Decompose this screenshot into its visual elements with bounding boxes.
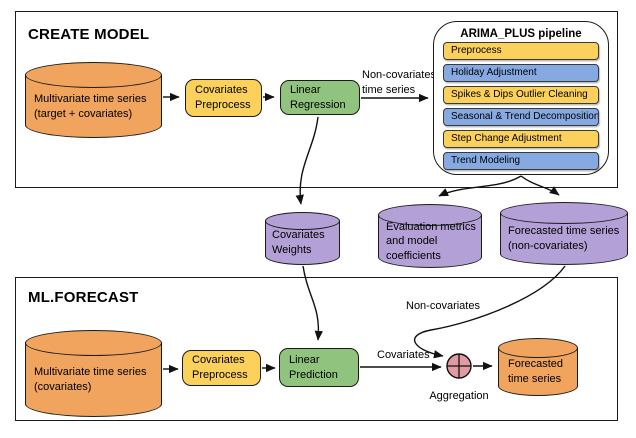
- label-line: Evaluation metrics: [386, 220, 476, 233]
- label-line: Covariates: [192, 354, 245, 367]
- label-line: (non-covariates): [508, 240, 588, 252]
- label-line: time series: [362, 83, 416, 96]
- label-line: (covariates): [34, 381, 92, 393]
- label-line: Preprocess: [195, 99, 251, 111]
- create-model-title: CREATE MODEL: [28, 26, 150, 43]
- aggregation-label: Aggregation: [429, 390, 489, 402]
- cylinder-label: Forecasted time series: [498, 358, 578, 386]
- cylinder-top: [498, 338, 578, 358]
- forecasted-timeseries-cylinder: Forecasted time series: [498, 338, 578, 396]
- pipeline-step-seasonal-trend: Seasonal & Trend Decomposition: [443, 108, 599, 126]
- covariates-preprocess-box-train: Covariates Preprocess: [185, 79, 262, 117]
- noncovariates-arrow-label: Non-covariates: [406, 300, 480, 312]
- linear-prediction-box: Linear Prediction: [279, 348, 359, 387]
- label-line: Forecasted time series: [508, 225, 620, 238]
- cylinder-label: Multivariate time series (target + covar…: [25, 88, 162, 125]
- pipeline-step-preprocess: Preprocess: [443, 42, 599, 60]
- pipeline-step-trend-modeling: Trend Modeling: [443, 152, 599, 170]
- multivariate-covariates-cylinder: Multivariate time series (covariates): [25, 330, 162, 417]
- cylinder-label: Multivariate time series (covariates): [25, 356, 162, 404]
- label-line: Linear: [290, 83, 321, 96]
- cylinder-label: Forecasted time series (non-covariates): [500, 224, 628, 254]
- label-line: (target + covariates): [34, 107, 133, 120]
- cylinder-label: Evaluation metrics and model coefficient…: [378, 221, 482, 262]
- cylinder-top: [265, 212, 340, 230]
- linear-regression-box: Linear Regression: [280, 80, 360, 115]
- pipeline-title: ARIMA_PLUS pipeline: [460, 28, 582, 40]
- noncov-timeseries-label: Non-covariates time series: [362, 68, 436, 98]
- label-line: time series: [508, 373, 562, 385]
- cylinder-top: [25, 62, 162, 88]
- covariates-arrow-label: Covariates: [377, 349, 430, 361]
- label-line: Covariates: [195, 84, 248, 97]
- multivariate-target-cylinder: Multivariate time series (target + covar…: [25, 62, 162, 138]
- label-line: Linear: [289, 353, 320, 366]
- label-line: coefficients: [386, 249, 441, 262]
- label-line: Regression: [290, 98, 346, 111]
- cylinder-label: Covariates Weights: [265, 229, 340, 256]
- ml-forecast-title: ML.FORECAST: [28, 289, 139, 306]
- label-line: Non-covariates: [362, 69, 436, 81]
- label-line: Weights: [272, 244, 312, 256]
- cylinder-top: [500, 202, 628, 224]
- covariates-preprocess-box-predict: Covariates Preprocess: [182, 350, 261, 386]
- label-line: Multivariate time series: [34, 366, 147, 379]
- label-line: Preprocess: [192, 369, 248, 381]
- label-line: Covariates: [272, 229, 325, 242]
- label-line: Multivariate time series: [34, 92, 147, 105]
- evaluation-metrics-cylinder: Evaluation metrics and model coefficient…: [378, 204, 482, 268]
- pipeline-step-spikes-dips: Spikes & Dips Outlier Cleaning: [443, 86, 599, 104]
- pipeline-step-holiday-adjustment: Holiday Adjustment: [443, 64, 599, 82]
- arima-plus-pipeline: ARIMA_PLUS pipeline Preprocess Holiday A…: [433, 21, 609, 175]
- label-line: and model: [386, 235, 438, 248]
- cylinder-top: [25, 330, 162, 356]
- covariates-weights-cylinder: Covariates Weights: [265, 212, 340, 265]
- pipeline-step-step-change: Step Change Adjustment: [443, 130, 599, 148]
- cylinder-top: [378, 204, 482, 226]
- label-line: Prediction: [289, 368, 338, 381]
- label-line: Forecasted: [508, 358, 564, 371]
- forecasted-noncov-cylinder: Forecasted time series (non-covariates): [500, 202, 628, 265]
